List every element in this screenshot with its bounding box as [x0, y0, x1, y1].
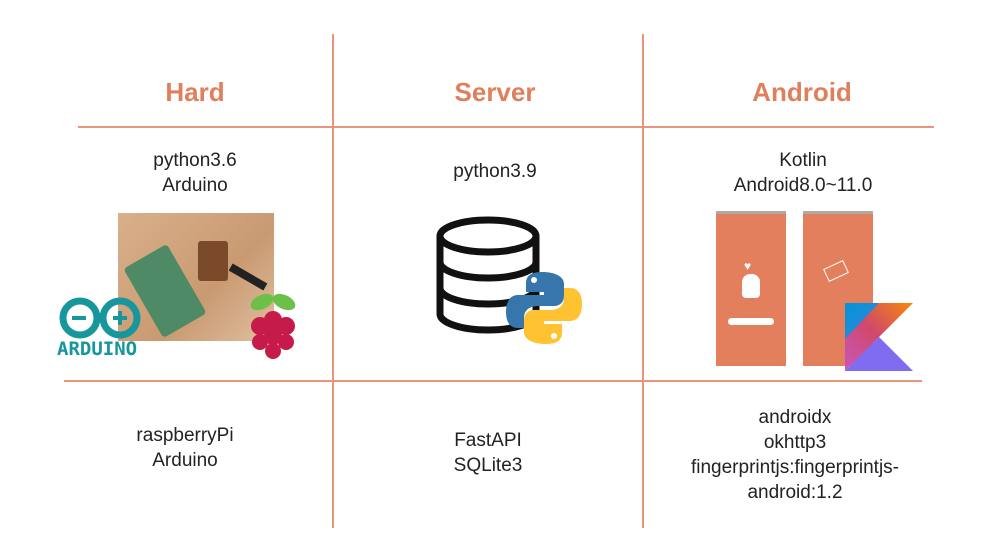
- arduino-infinity-icon: [59, 297, 141, 339]
- android-bottom-line: androidx: [758, 407, 832, 428]
- android-top-line: Android8.0~11.0: [733, 175, 873, 196]
- column-divider-1: [332, 34, 334, 528]
- database-python-icon: [434, 214, 584, 344]
- raspberry-pi-logo: [244, 290, 304, 362]
- hard-bottom-text: raspberryPi Arduino: [85, 423, 285, 473]
- server-bottom-line: SQLite3: [453, 455, 523, 476]
- python-logo-icon: [506, 272, 582, 344]
- header-divider: [78, 126, 934, 128]
- android-bottom-text: androidx okhttp3 fingerprintjs:fingerpri…: [655, 405, 935, 505]
- server-bottom-line: FastAPI: [454, 430, 522, 451]
- hard-bottom-line: Arduino: [152, 450, 218, 471]
- hard-top-line: python3.6: [153, 150, 237, 171]
- column-header-android: Android: [752, 77, 852, 107]
- server-top-text: python3.9: [395, 159, 595, 184]
- arduino-wordmark: ARDUINO: [57, 338, 138, 360]
- android-bottom-line: okhttp3: [763, 432, 827, 453]
- kotlin-logo-icon: [845, 303, 913, 371]
- server-bottom-text: FastAPI SQLite3: [388, 428, 588, 478]
- cat-icon: [742, 274, 760, 298]
- column-divider-2: [642, 34, 644, 528]
- row-divider: [64, 380, 922, 382]
- cable: [228, 263, 268, 291]
- arduino-logo: ARDUINO: [55, 296, 155, 360]
- hard-bottom-line: raspberryPi: [136, 425, 234, 446]
- arduino-board: [198, 241, 228, 281]
- hard-top-text: python3.6 Arduino: [95, 148, 295, 198]
- keyboard-icon: [823, 260, 849, 282]
- heart-icon: ♥: [744, 259, 752, 273]
- android-top-text: Kotlin Android8.0~11.0: [693, 148, 913, 198]
- raspberry-icon: [250, 293, 296, 359]
- android-bottom-line: android:1.2: [747, 482, 843, 503]
- app-screen-1: ♥: [716, 211, 786, 366]
- start-button: [728, 318, 774, 325]
- hard-top-line: Arduino: [162, 175, 228, 196]
- column-header-server: Server: [454, 77, 536, 107]
- server-top-line: python3.9: [453, 161, 537, 182]
- android-top-line: Kotlin: [779, 150, 827, 171]
- column-header-hard: Hard: [165, 77, 225, 107]
- android-bottom-line: fingerprintjs:fingerprintjs-: [690, 457, 900, 478]
- raspberry-pi-arduino-photo: [118, 213, 274, 341]
